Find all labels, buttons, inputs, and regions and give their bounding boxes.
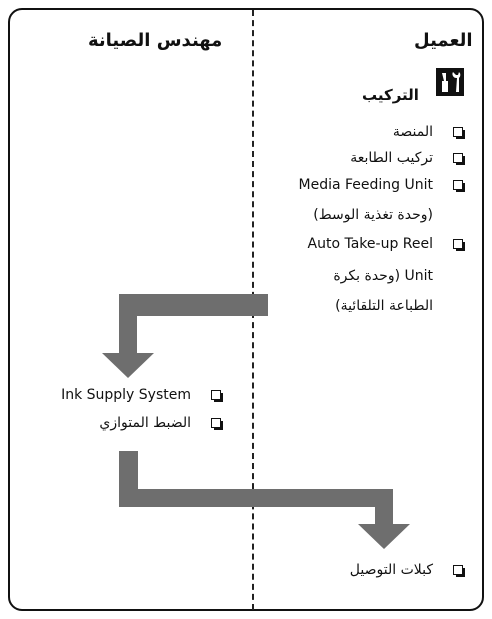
checkbox-icon[interactable] xyxy=(453,239,465,251)
engineer-heading: مهندس الصيانة xyxy=(88,30,223,51)
item-label: كبلات التوصيل xyxy=(349,562,433,578)
item-label: تركيب الطابعة xyxy=(350,150,433,166)
checklist-item-platform: المنصة xyxy=(345,124,465,140)
arrow-to-customer xyxy=(119,451,410,549)
item-label-line2: (وحدة تغذية الوسط) xyxy=(313,207,433,223)
checklist-item-media-feeding: Media Feeding Unit xyxy=(276,177,465,193)
checklist-item-ink-supply: Ink Supply System xyxy=(36,387,223,403)
checklist-item-parallel-adjust: الضبط المتوازي xyxy=(36,415,223,431)
checklist-item-printer-setup: تركيب الطابعة xyxy=(305,150,465,166)
item-label: Ink Supply System xyxy=(61,387,191,403)
arrow-to-engineer xyxy=(102,294,268,378)
item-label: Media Feeding Unit xyxy=(298,177,434,193)
checkbox-icon[interactable] xyxy=(453,127,465,139)
panel-frame xyxy=(8,8,484,611)
item-label-line2: Unit (وحدة بكرة xyxy=(333,268,433,284)
checkbox-icon[interactable] xyxy=(211,390,223,402)
checkbox-icon[interactable] xyxy=(211,418,223,430)
item-label: الضبط المتوازي xyxy=(99,415,191,431)
item-label: Auto Take-up Reel xyxy=(307,236,433,252)
item-label-line3: الطباعة التلقائية) xyxy=(335,298,433,314)
checkbox-icon[interactable] xyxy=(453,153,465,165)
tools-icon xyxy=(436,68,464,96)
checkbox-icon[interactable] xyxy=(453,565,465,577)
customer-heading: العميل xyxy=(414,30,473,51)
section-title: التركيب xyxy=(362,86,419,104)
checklist-item-take-up: Auto Take-up Reel xyxy=(276,236,465,252)
checklist-item-cables: كبلات التوصيل xyxy=(305,562,465,578)
item-label: المنصة xyxy=(392,124,433,140)
checkbox-icon[interactable] xyxy=(453,180,465,192)
